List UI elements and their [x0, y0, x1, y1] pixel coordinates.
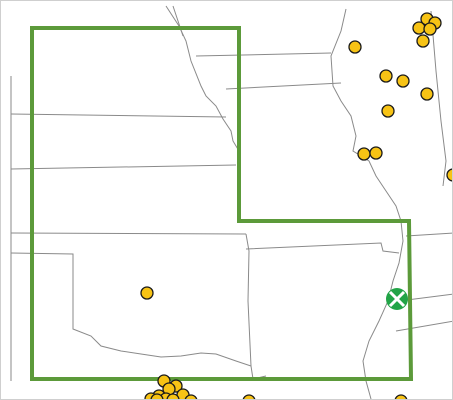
site-marker[interactable] — [423, 22, 437, 36]
site-marker[interactable] — [348, 40, 362, 54]
mn-ia-boundary — [195, 52, 332, 57]
site-marker[interactable] — [446, 168, 453, 182]
site-marker[interactable] — [184, 394, 198, 400]
site-marker[interactable] — [140, 286, 154, 300]
state-borders — [10, 5, 452, 399]
site-marker[interactable] — [379, 69, 393, 83]
ok-ar-boundary — [245, 233, 252, 367]
site-marker[interactable] — [369, 146, 383, 160]
site-marker[interactable] — [166, 393, 180, 400]
x-marker-icon[interactable] — [386, 288, 408, 310]
ne-ks-boundary — [10, 164, 237, 170]
site-marker[interactable] — [381, 104, 395, 118]
sd-ne-boundary — [10, 113, 227, 118]
region-outline[interactable] — [30, 26, 414, 381]
ks-ok-boundary — [10, 232, 247, 235]
site-marker[interactable] — [396, 74, 410, 88]
site-marker[interactable] — [150, 393, 164, 400]
ky-tn-boundary — [405, 232, 452, 237]
mississippi-river — [330, 8, 404, 399]
site-markers — [140, 12, 453, 400]
site-marker[interactable] — [242, 394, 256, 400]
site-marker[interactable] — [357, 147, 371, 161]
missouri-river — [165, 5, 240, 152]
ia-mo-boundary — [225, 82, 342, 90]
site-marker[interactable] — [420, 87, 434, 101]
ok-panhandle — [10, 252, 254, 380]
site-marker[interactable] — [416, 34, 430, 48]
il-in-boundary — [430, 10, 447, 187]
ms-al-boundary — [395, 320, 452, 332]
mo-ar-boundary — [245, 242, 400, 254]
site-marker[interactable] — [394, 394, 408, 400]
mn-west — [172, 5, 184, 37]
